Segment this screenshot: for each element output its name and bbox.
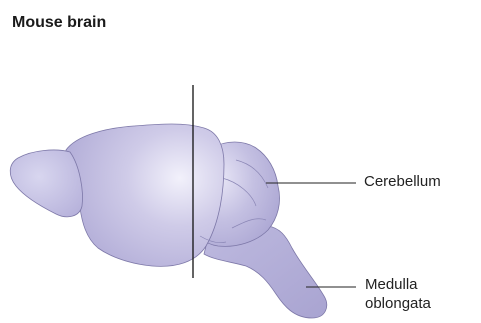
olfactory-bulb-shape	[10, 150, 82, 217]
cerebrum-shape	[66, 124, 224, 266]
cerebellum-label: Cerebellum	[364, 172, 441, 191]
medulla-oblongata-label: Medulla oblongata	[365, 275, 431, 313]
medulla-label-line1: Medulla	[365, 275, 431, 294]
medulla-label-line2: oblongata	[365, 294, 431, 313]
